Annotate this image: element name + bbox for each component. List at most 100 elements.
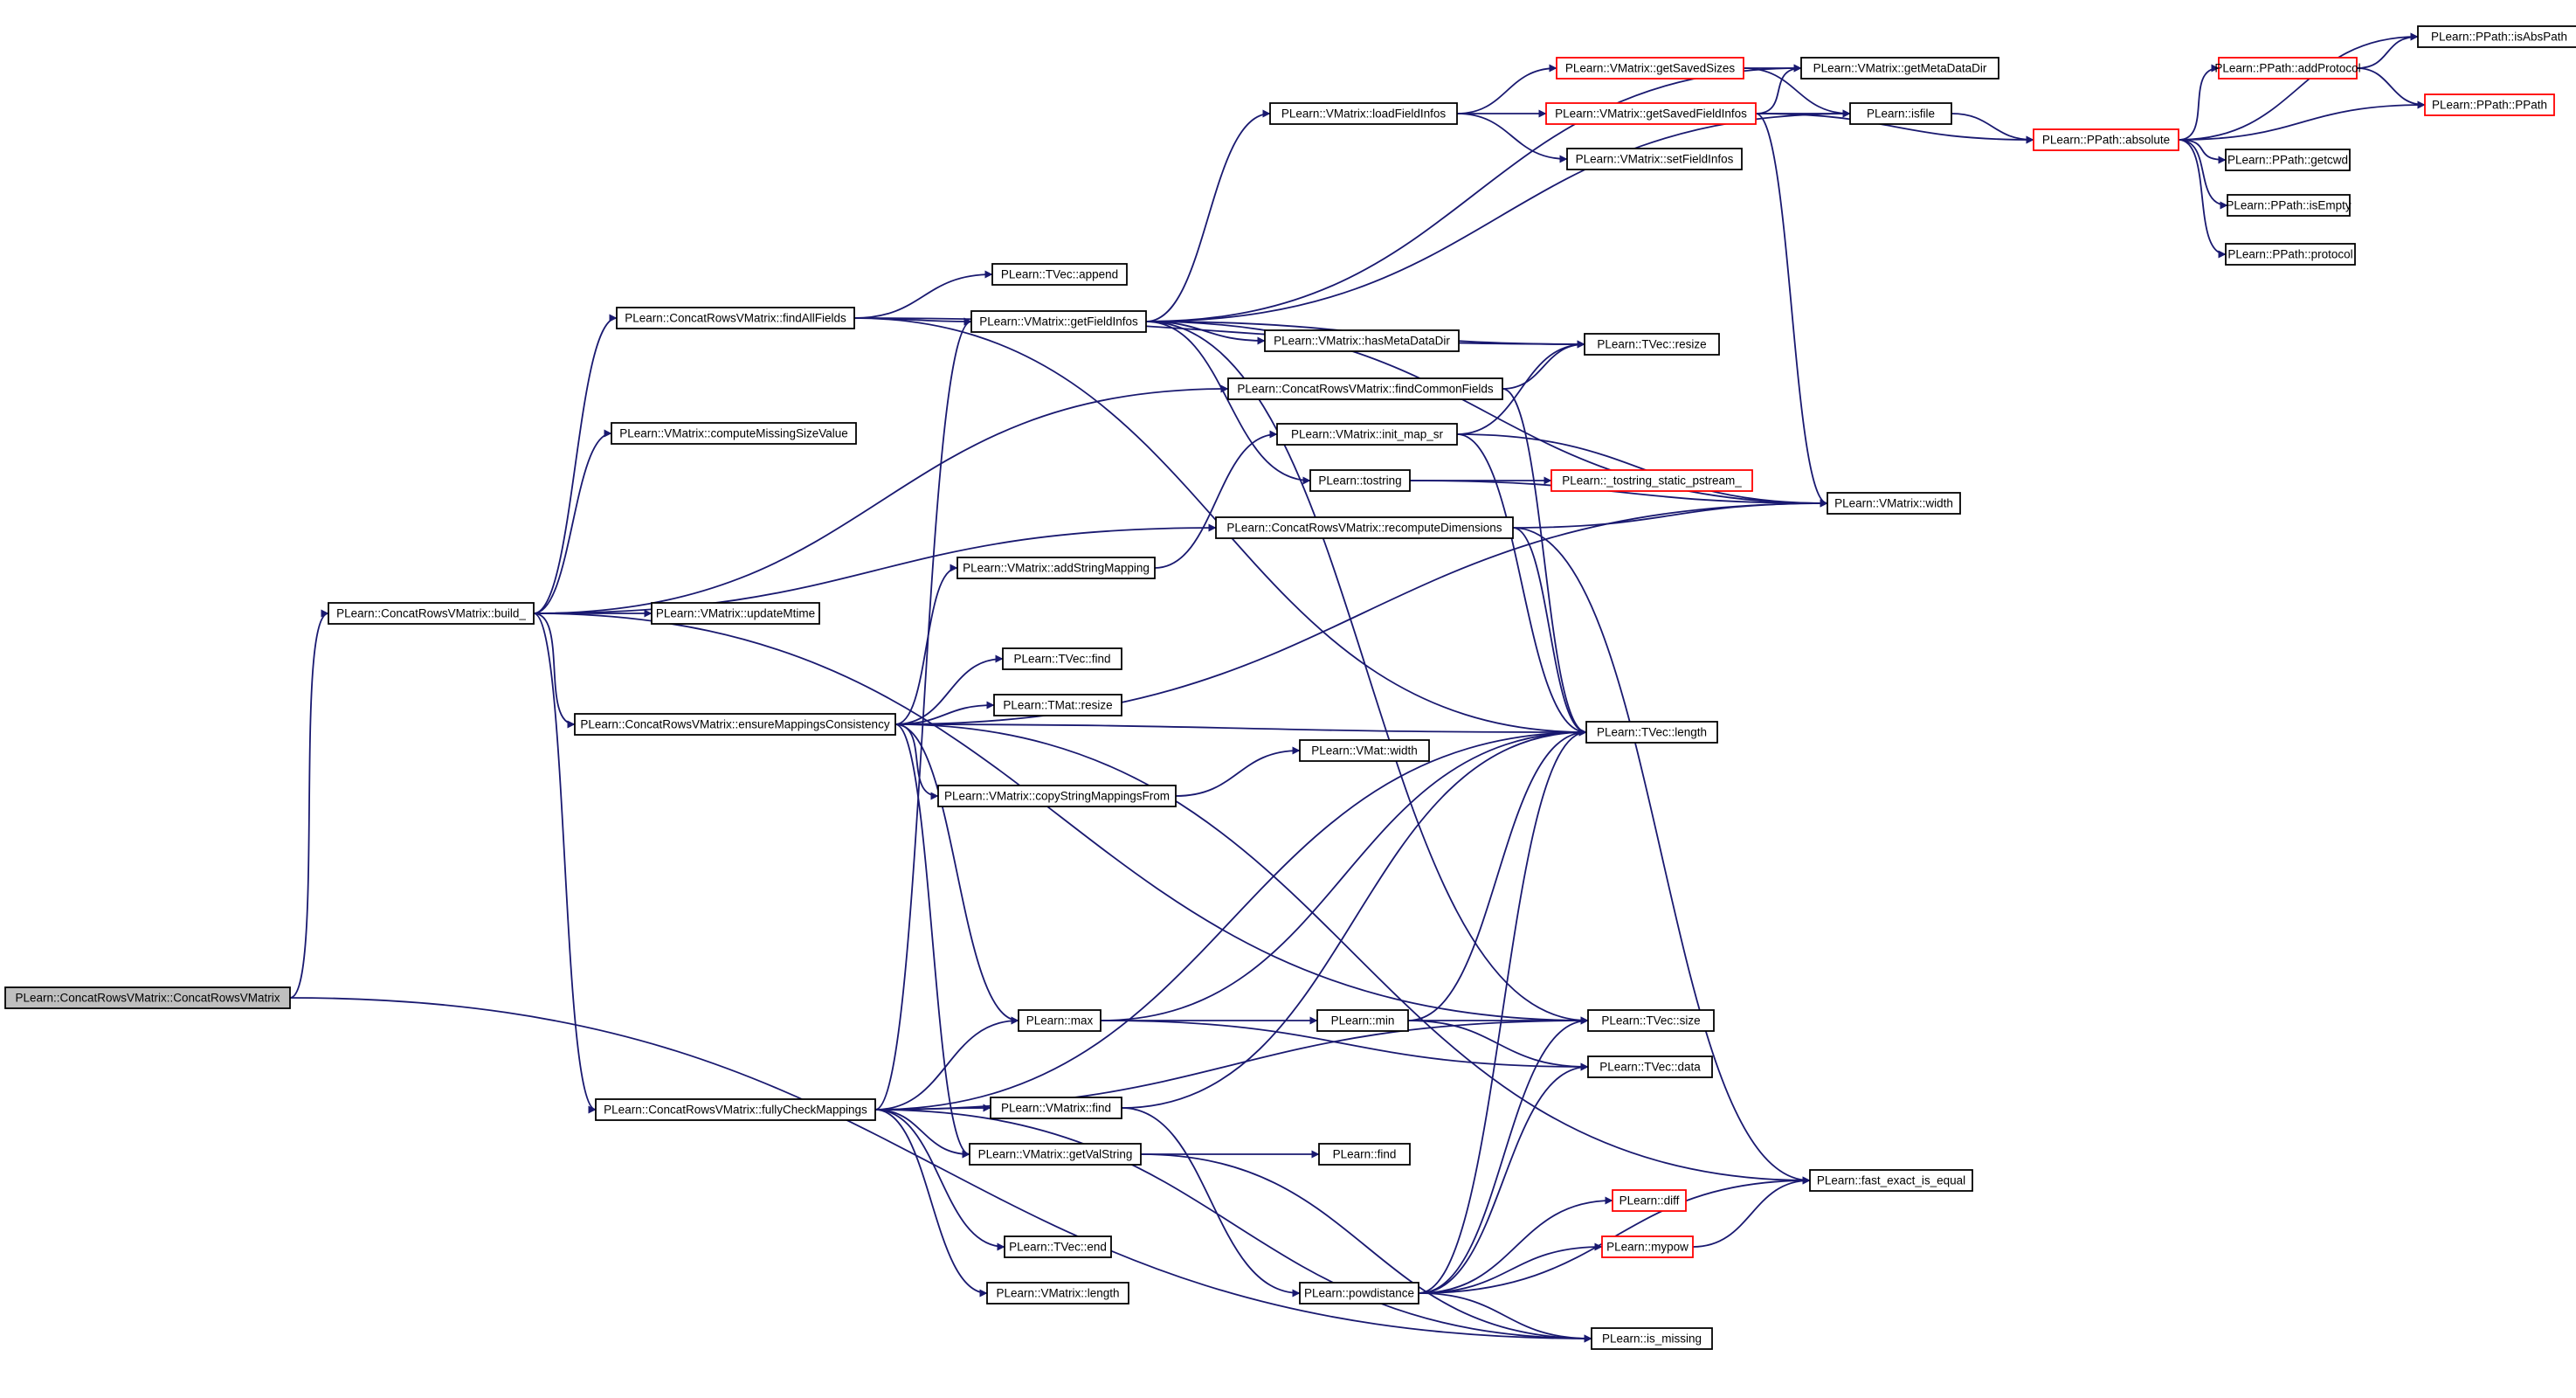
node-isEmpty[interactable]: PLearn::PPath::isEmpty <box>2226 194 2352 217</box>
node-recompute[interactable]: PLearn::ConcatRowsVMatrix::recomputeDime… <box>1215 516 1514 539</box>
node-root[interactable]: PLearn::ConcatRowsVMatrix::ConcatRowsVMa… <box>4 986 291 1009</box>
edge-recompute-to-tvLen <box>1512 527 1587 737</box>
edge-initMap-to-tvLen <box>1456 433 1587 737</box>
node-label: PLearn::isfile <box>1867 107 1935 121</box>
edge-fully-to-tvEnd <box>874 1109 1005 1251</box>
node-label: PLearn::TVec::find <box>1013 653 1110 666</box>
node-box <box>969 1143 1142 1166</box>
node-getVal[interactable]: PLearn::VMatrix::getValString <box>969 1143 1142 1166</box>
node-updMt[interactable]: PLearn::VMatrix::updateMtime <box>651 602 820 625</box>
node-ppath[interactable]: PLearn::PPath::PPath <box>2424 93 2555 116</box>
node-min[interactable]: PLearn::min <box>1316 1009 1409 1032</box>
node-box <box>1309 469 1411 492</box>
node-label: PLearn::VMatrix::setFieldInfos <box>1576 153 1734 166</box>
node-fully[interactable]: PLearn::ConcatRowsVMatrix::fullyCheckMap… <box>595 1098 876 1121</box>
node-build[interactable]: PLearn::ConcatRowsVMatrix::build_ <box>328 602 535 625</box>
node-box <box>991 263 1128 286</box>
edge-mypow-to-fastEq <box>1692 1176 1811 1248</box>
edge-copyStr-to-vmatW <box>1175 746 1301 797</box>
node-box <box>1299 1282 1419 1305</box>
node-loadFI[interactable]: PLearn::VMatrix::loadFieldInfos <box>1269 102 1458 125</box>
node-box <box>2417 25 2576 48</box>
node-vmLen[interactable]: PLearn::VMatrix::length <box>986 1282 1129 1305</box>
node-tvSize[interactable]: PLearn::TVec::size <box>1587 1009 1715 1032</box>
node-pfind[interactable]: PLearn::find <box>1318 1143 1411 1166</box>
node-label: PLearn::max <box>1026 1014 1094 1028</box>
node-box <box>957 557 1156 579</box>
edge-findCommon-to-tvResize <box>1502 340 1585 390</box>
node-initMap[interactable]: PLearn::VMatrix::init_map_sr <box>1276 423 1458 446</box>
node-label: PLearn::ConcatRowsVMatrix::ConcatRowsVMa… <box>15 992 280 1005</box>
node-vmFind[interactable]: PLearn::VMatrix::find <box>990 1097 1122 1119</box>
node-ensure[interactable]: PLearn::ConcatRowsVMatrix::ensureMapping… <box>574 713 896 736</box>
node-diff[interactable]: PLearn::diff <box>1612 1189 1687 1212</box>
node-isMissing[interactable]: PLearn::is_missing <box>1591 1327 1713 1350</box>
node-tvData[interactable]: PLearn::TVec::data <box>1587 1055 1713 1078</box>
node-label: PLearn::tostring <box>1318 474 1401 488</box>
node-findCommon[interactable]: PLearn::ConcatRowsVMatrix::findCommonFie… <box>1227 377 1503 400</box>
edge-tostr-to-vmWidth <box>1409 480 1828 508</box>
node-label: PLearn::diff <box>1619 1194 1680 1208</box>
node-isfile[interactable]: PLearn::isfile <box>1849 102 1952 125</box>
edge-ensure-to-tvFind <box>894 654 1004 725</box>
node-tostrStatic[interactable]: PLearn::_tostring_static_pstream_ <box>1550 469 1753 492</box>
node-box <box>2225 149 2351 171</box>
node-label: PLearn::PPath::protocol <box>2227 248 2352 261</box>
node-compMiss[interactable]: PLearn::VMatrix::computeMissingSizeValue <box>611 422 857 445</box>
node-getFI[interactable]: PLearn::VMatrix::getFieldInfos <box>970 310 1147 333</box>
node-box <box>986 1282 1129 1305</box>
node-setFI[interactable]: PLearn::VMatrix::setFieldInfos <box>1566 148 1743 170</box>
edge-powd-to-isMissing <box>1418 1292 1592 1343</box>
node-tvLen[interactable]: PLearn::TVec::length <box>1585 721 1718 744</box>
node-getcwd[interactable]: PLearn::PPath::getcwd <box>2225 149 2351 171</box>
node-label: PLearn::ConcatRowsVMatrix::findCommonFie… <box>1237 383 1494 396</box>
node-label: PLearn::VMatrix::length <box>996 1287 1119 1300</box>
node-isAbs[interactable]: PLearn::PPath::isAbsPath <box>2417 25 2576 48</box>
node-tmResize[interactable]: PLearn::TMat::resize <box>993 694 1122 716</box>
node-getMeta[interactable]: PLearn::VMatrix::getMetaDataDir <box>1800 57 1999 80</box>
node-label: PLearn::min <box>1331 1014 1395 1028</box>
node-box <box>1318 1143 1411 1166</box>
edge-absolute-to-protocol <box>2178 139 2227 259</box>
node-box <box>1584 333 1720 356</box>
node-getSFI[interactable]: PLearn::VMatrix::getSavedFieldInfos <box>1545 102 1757 125</box>
node-absolute[interactable]: PLearn::PPath::absolute <box>2033 128 2179 151</box>
node-fastEq[interactable]: PLearn::fast_exact_is_equal <box>1809 1169 1973 1192</box>
edge-build-to-findCommon <box>533 384 1229 614</box>
node-copyStr[interactable]: PLearn::VMatrix::copyStringMappingsFrom <box>937 785 1177 807</box>
node-label: PLearn::TMat::resize <box>1003 699 1112 712</box>
node-box <box>1276 423 1458 446</box>
node-label: PLearn::PPath::isEmpty <box>2226 199 2352 212</box>
node-protocol[interactable]: PLearn::PPath::protocol <box>2225 243 2356 266</box>
node-addProto[interactable]: PLearn::PPath::addProtocol <box>2214 57 2361 80</box>
node-box <box>1002 647 1122 670</box>
node-findAll[interactable]: PLearn::ConcatRowsVMatrix::findAllFields <box>616 307 855 329</box>
node-box <box>1004 1235 1112 1258</box>
node-box <box>2225 243 2356 266</box>
node-getSS[interactable]: PLearn::VMatrix::getSavedSizes <box>1556 57 1744 80</box>
node-tvFind[interactable]: PLearn::TVec::find <box>1002 647 1122 670</box>
node-box <box>1566 148 1743 170</box>
node-box <box>574 713 896 736</box>
node-box <box>1269 102 1458 125</box>
node-box <box>1299 739 1430 762</box>
edge-getFI-to-isfile <box>1145 109 1851 322</box>
node-hasMeta[interactable]: PLearn::VMatrix::hasMetaDataDir <box>1264 329 1460 352</box>
edge-ensure-to-getVal <box>894 723 970 1159</box>
node-tvAppend[interactable]: PLearn::TVec::append <box>991 263 1128 286</box>
node-vmatW[interactable]: PLearn::VMat::width <box>1299 739 1430 762</box>
node-mypow[interactable]: PLearn::mypow <box>1601 1235 1694 1258</box>
node-vmWidth[interactable]: PLearn::VMatrix::width <box>1827 492 1961 515</box>
edge-max-to-tvData <box>1100 1020 1589 1071</box>
node-tvResize[interactable]: PLearn::TVec::resize <box>1584 333 1720 356</box>
edge-recompute-to-vmWidth <box>1512 499 1828 529</box>
node-max[interactable]: PLearn::max <box>1018 1009 1102 1032</box>
node-addStr[interactable]: PLearn::VMatrix::addStringMapping <box>957 557 1156 579</box>
node-box <box>1550 469 1753 492</box>
node-label: PLearn::VMatrix::updateMtime <box>656 607 815 620</box>
node-tvEnd[interactable]: PLearn::TVec::end <box>1004 1235 1112 1258</box>
node-box <box>1612 1189 1687 1212</box>
node-tostr[interactable]: PLearn::tostring <box>1309 469 1411 492</box>
node-powd[interactable]: PLearn::powdistance <box>1299 1282 1419 1305</box>
edge-build-to-tvSize <box>533 612 1589 1025</box>
